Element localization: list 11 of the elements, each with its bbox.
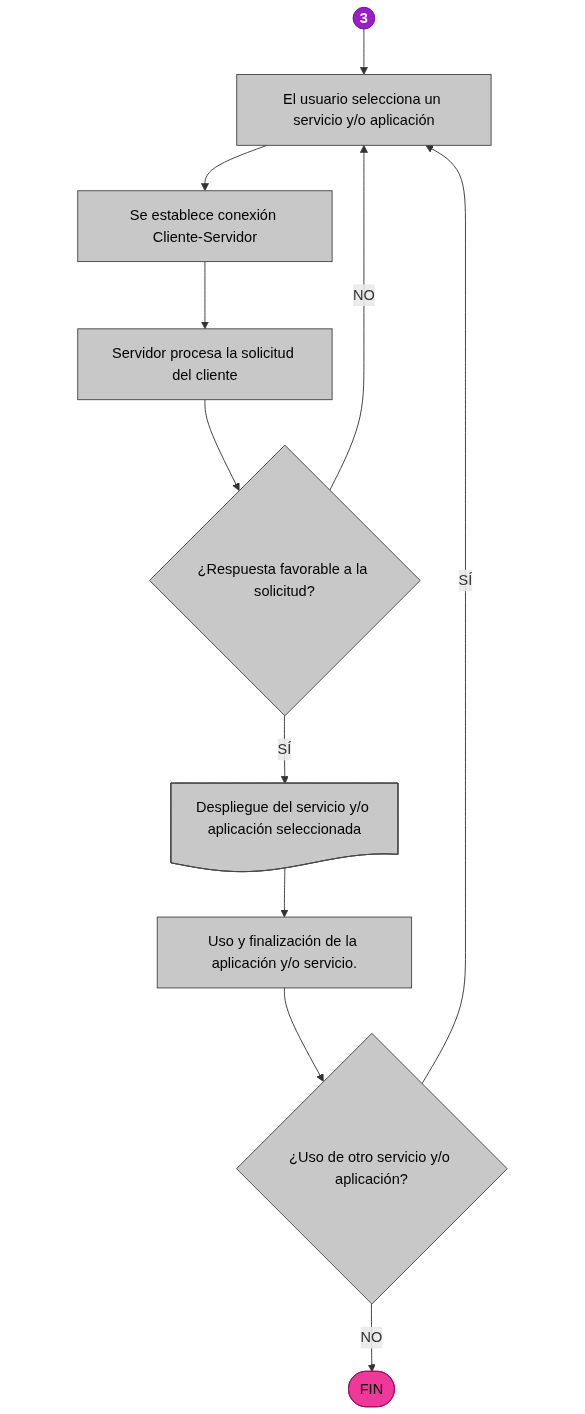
edge-label: NO <box>353 287 375 303</box>
node-diamond: ¿Uso de otro servicio y/o aplicación? <box>236 1032 508 1305</box>
node-circle: 3 <box>352 6 376 30</box>
edge-label: NO <box>360 1329 383 1345</box>
node-box: Uso y finalización de la aplicación y/o servicio. <box>156 916 413 989</box>
node-box: Servidor procesa la solicitud del cliente <box>77 328 333 401</box>
edge-label: SÍ <box>458 572 473 588</box>
edge-label: SÍ <box>277 741 292 757</box>
node-diamond: ¿Respuesta favorable a la solicitud? <box>149 444 421 717</box>
node-box: El usuario selecciona un servicio y/o aplicación <box>236 74 492 146</box>
node-box: Se establece conexión Cliente-Servidor <box>77 190 333 263</box>
